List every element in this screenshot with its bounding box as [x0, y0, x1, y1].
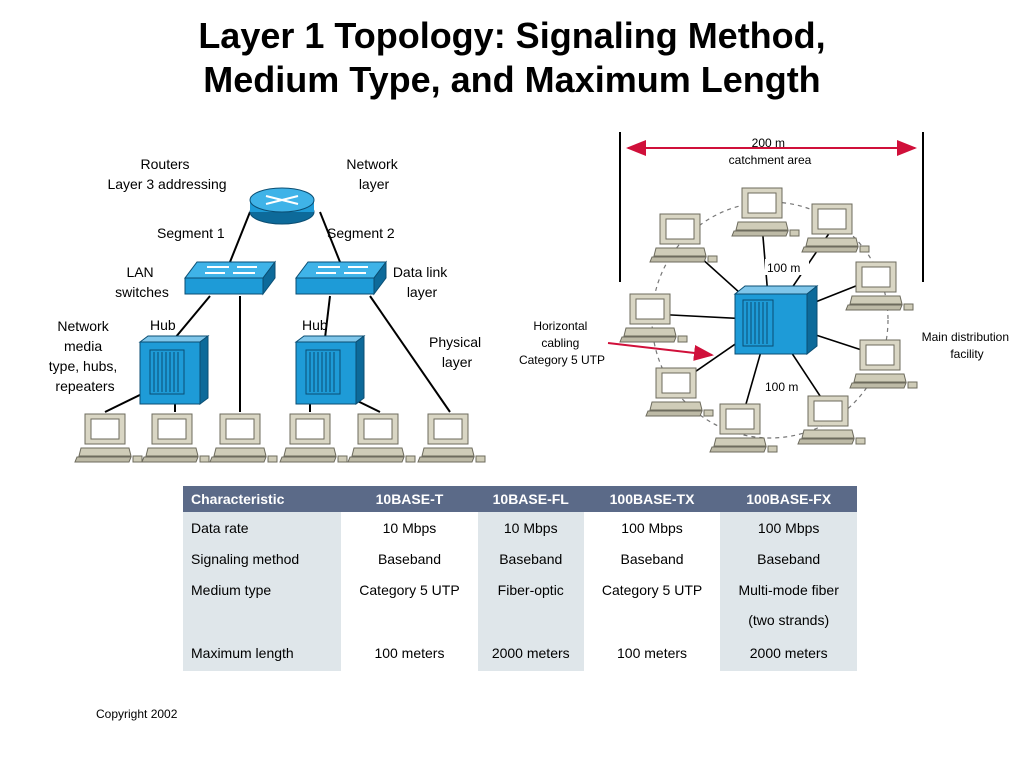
- computer-icon: [797, 395, 866, 445]
- main-distribution-facility-label: Main distribution facility: [922, 330, 1013, 361]
- network-layer-label: Network layer: [346, 156, 401, 192]
- table-row: Medium type Category 5 UTP Fiber-optic C…: [183, 574, 857, 607]
- title-line-1: Layer 1 Topology: Signaling Method,: [198, 15, 826, 56]
- hub-label: Hub: [302, 317, 328, 333]
- network-media-label: Network media type, hubs, repeaters: [49, 318, 121, 394]
- computer-icon: [731, 187, 800, 237]
- table-cell: 10 Mbps: [477, 512, 584, 544]
- table-cell: Baseband: [341, 543, 478, 575]
- routers-label: Routers Layer 3 addressing: [107, 156, 226, 192]
- catchment-label: 200 m catchment area: [729, 136, 812, 167]
- column-header: 100BASE-TX: [583, 486, 721, 512]
- segment-2-label: Segment 2: [327, 225, 395, 241]
- table-cell: Category 5 UTP: [341, 574, 478, 607]
- computer-icon: [141, 413, 210, 463]
- column-header: 100BASE-FX: [720, 486, 857, 512]
- table-cell: (two strands): [720, 606, 857, 635]
- switch-icon: [295, 261, 387, 295]
- table-cell: 2000 meters: [477, 634, 584, 671]
- table-cell: 100 meters: [583, 634, 721, 671]
- table-cell: Baseband: [720, 543, 857, 575]
- row-label: Data rate: [183, 512, 342, 544]
- data-link-layer-label: Data link layer: [393, 264, 451, 300]
- column-header: 10BASE-T: [341, 486, 478, 512]
- table-cell: [477, 606, 584, 635]
- computer-icon: [74, 413, 143, 463]
- table-cell: Baseband: [583, 543, 721, 575]
- table-cell: Category 5 UTP: [583, 574, 721, 607]
- table-header-row: Characteristic 10BASE-T 10BASE-FL 100BAS…: [183, 486, 857, 512]
- horizontal-cabling-arrow: [607, 342, 714, 361]
- table-cell: Baseband: [477, 543, 584, 575]
- segment-1-label: Segment 1: [157, 225, 225, 241]
- table-cell: 100 meters: [341, 634, 478, 671]
- computer-icon: [845, 261, 914, 311]
- row-label: Medium type: [183, 574, 342, 607]
- radius-label-bottom: 100 m: [765, 380, 798, 394]
- computer-icon: [619, 293, 688, 343]
- router-icon: [249, 187, 315, 225]
- catchment-boundary: [619, 132, 924, 282]
- main-distribution-cabinet: [733, 284, 819, 356]
- page-title: Layer 1 Topology: Signaling Method, Medi…: [0, 14, 1024, 102]
- hub-icon: [295, 335, 365, 405]
- computer-icon: [645, 367, 714, 417]
- table-cell: 100 Mbps: [720, 512, 857, 544]
- computer-icon: [417, 413, 486, 463]
- table-cell: [341, 606, 478, 635]
- table-cell: Multi-mode fiber: [720, 574, 857, 607]
- table-cell: [583, 606, 721, 635]
- computer-icon: [279, 413, 348, 463]
- table-row: Signaling method Baseband Baseband Baseb…: [183, 543, 857, 575]
- computer-icon: [801, 203, 870, 253]
- column-header: 10BASE-FL: [477, 486, 584, 512]
- computer-icon: [649, 213, 718, 263]
- physical-layer-label: Physical layer: [429, 334, 485, 370]
- computer-icon: [849, 339, 918, 389]
- row-label: Maximum length: [183, 634, 342, 671]
- table-cell: 100 Mbps: [583, 512, 721, 544]
- lan-switches-label: LAN switches: [115, 264, 169, 300]
- horizontal-cabling-label: Horizontal cabling Category 5 UTP: [519, 319, 605, 367]
- computer-icon: [209, 413, 278, 463]
- table-cell: 10 Mbps: [341, 512, 478, 544]
- table-cell: 2000 meters: [720, 634, 857, 671]
- row-label: [183, 606, 342, 635]
- title-line-2: Medium Type, and Maximum Length: [203, 59, 821, 100]
- switch-icon: [184, 261, 276, 295]
- table-row: Data rate 10 Mbps 10 Mbps 100 Mbps 100 M…: [183, 512, 857, 544]
- ethernet-media-table: Characteristic 10BASE-T 10BASE-FL 100BAS…: [183, 486, 857, 671]
- radius-label-top: 100 m: [767, 261, 800, 275]
- row-label: Signaling method: [183, 543, 342, 575]
- computer-icon: [709, 403, 778, 453]
- computer-icon: [347, 413, 416, 463]
- table-row: (two strands): [183, 606, 857, 635]
- hub-label: Hub: [150, 317, 176, 333]
- hub-icon: [139, 335, 209, 405]
- copyright-notice: Copyright 2002: [96, 707, 178, 721]
- column-header: Characteristic: [183, 486, 342, 512]
- table-row: Maximum length 100 meters 2000 meters 10…: [183, 634, 857, 671]
- table-cell: Fiber-optic: [477, 574, 584, 607]
